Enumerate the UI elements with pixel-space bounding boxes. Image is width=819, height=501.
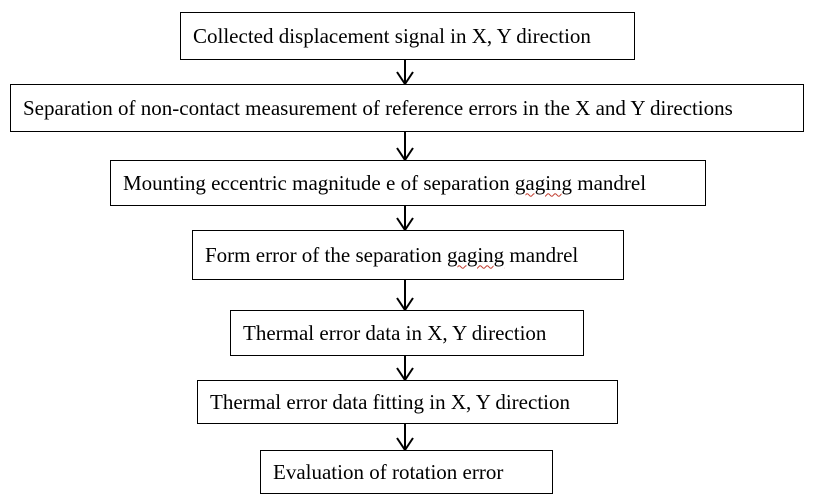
spellcheck-word: gaging [514,170,573,195]
arrow-3-to-4 [396,206,414,232]
step-3-label: Mounting eccentric magnitude e of separa… [123,170,647,195]
step-2-box: Separation of non-contact measurement of… [10,84,804,132]
step-1-label: Collected displacement signal in X, Y di… [193,23,591,48]
step-3-box: Mounting eccentric magnitude e of separa… [110,160,706,206]
step-4-box: Form error of the separation gaging mand… [192,230,624,280]
spellcheck-word: gaging [447,242,505,267]
step-1-box: Collected displacement signal in X, Y di… [180,12,635,60]
step-7-label: Evaluation of rotation error [273,459,504,484]
step-5-box: Thermal error data in X, Y direction [230,310,584,356]
arrow-1-to-2 [396,60,414,86]
step-6-label: Thermal error data fitting in X, Y direc… [210,389,570,414]
step-4-label: Form error of the separation gaging mand… [205,242,579,267]
step-2-label: Separation of non-contact measurement of… [23,95,733,120]
arrow-5-to-6 [396,356,414,382]
step-5-label: Thermal error data in X, Y direction [243,320,547,345]
step-7-box: Evaluation of rotation error [260,450,553,494]
arrow-4-to-5 [396,280,414,312]
arrow-6-to-7 [396,424,414,452]
arrow-2-to-3 [396,132,414,162]
step-6-box: Thermal error data fitting in X, Y direc… [197,380,618,424]
